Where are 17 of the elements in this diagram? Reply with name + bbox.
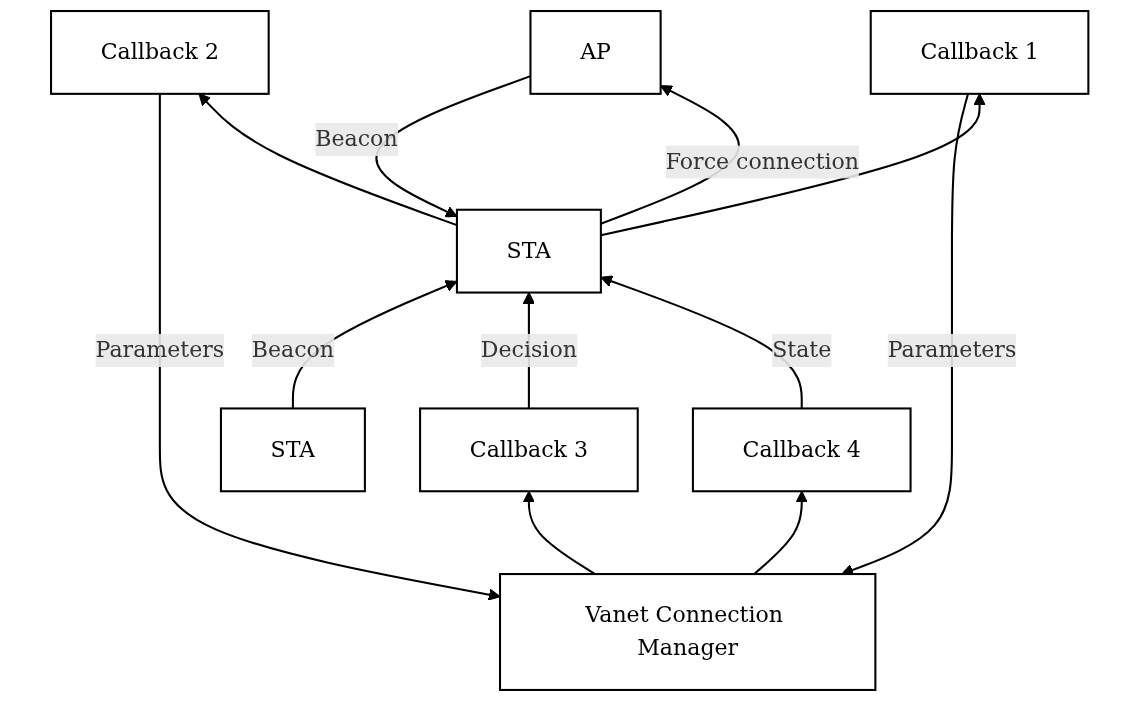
arrow xyxy=(159,93,501,601)
node-box: Callback 3 xyxy=(419,407,640,493)
node-box: STA xyxy=(220,407,367,493)
edge-label: Beacon xyxy=(252,336,335,363)
edge-label: State xyxy=(772,336,832,363)
arrow xyxy=(198,93,458,227)
node-box: AP xyxy=(529,10,662,95)
node-box: Callback 4 xyxy=(692,407,912,493)
edge-label: Beacon xyxy=(315,125,398,152)
edge-label: Decision xyxy=(481,336,578,363)
node-box: STA xyxy=(456,208,603,294)
node-box: Callback 2 xyxy=(50,10,270,95)
node-box: Callback 1 xyxy=(870,10,1090,95)
edge-label: Parameters xyxy=(887,336,1017,363)
edge-label: Parameters xyxy=(95,336,225,363)
node-box: Vanet Connection Manager xyxy=(499,573,877,691)
edge-label: Force connection xyxy=(666,148,860,175)
